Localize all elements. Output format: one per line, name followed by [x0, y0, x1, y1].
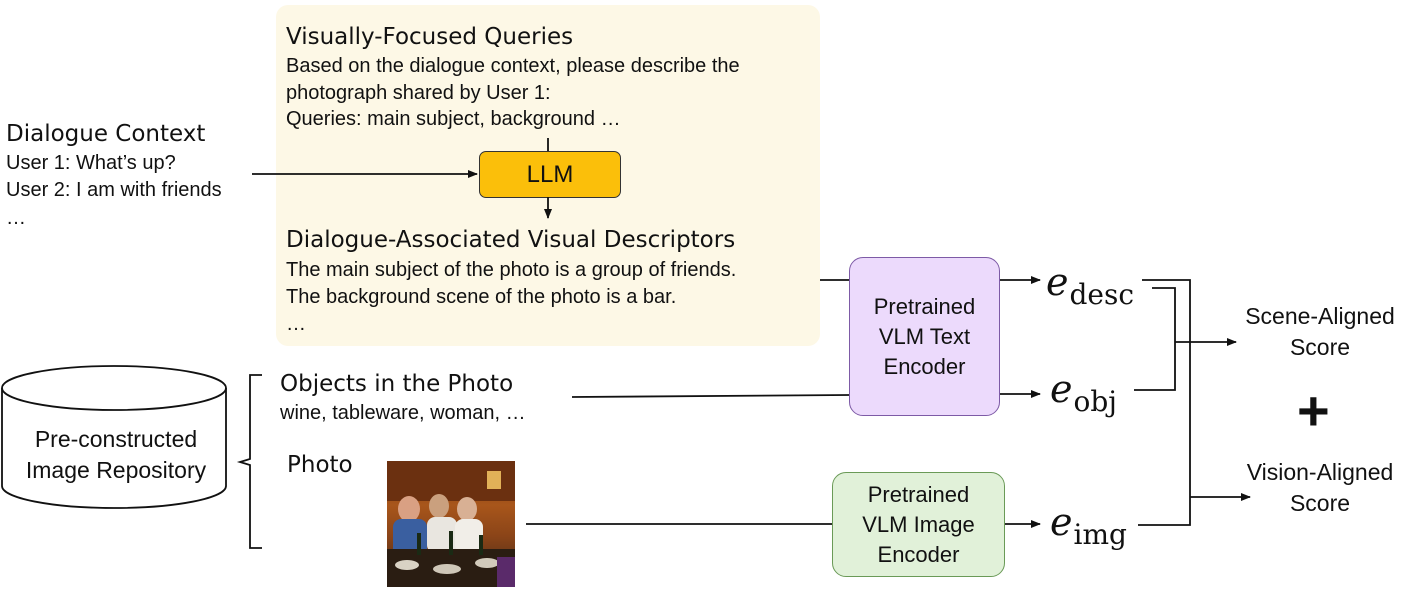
descriptors-line-2: The background scene of the photo is a b… — [286, 286, 677, 308]
dialogue-line-3: … — [6, 207, 26, 229]
scene-aligned-score: Scene-Aligned Score — [1245, 303, 1395, 360]
queries-line-1: Based on the dialogue context, please de… — [286, 55, 740, 77]
embedding-obj-sub: obj — [1073, 385, 1117, 418]
objects-items: wine, tableware, woman, … — [280, 402, 526, 424]
text-encoder-label: Pretrained VLM Text Encoder — [873, 293, 976, 379]
embedding-img-base: e — [1050, 500, 1073, 544]
photo-thumbnail — [387, 461, 515, 587]
plus-icon: + — [1297, 379, 1330, 442]
line-desc-img-merge — [1138, 279, 1191, 526]
descriptors-line-3: … — [286, 313, 306, 335]
embedding-obj-base: e — [1050, 367, 1073, 411]
queries-line-3: Queries: main subject, background … — [286, 108, 621, 130]
line-desc-obj-merge — [1134, 287, 1176, 391]
objects-title: Objects in the Photo — [280, 371, 514, 397]
embedding-desc-base: e — [1046, 260, 1069, 304]
descriptors-line-1: The main subject of the photo is a group… — [286, 259, 737, 281]
descriptors-title: Dialogue-Associated Visual Descriptors — [286, 227, 736, 253]
vision-aligned-score: Vision-Aligned Score — [1246, 459, 1394, 516]
brace-icon — [236, 374, 262, 549]
dialogue-line-1: User 1: What’s up? — [6, 152, 176, 174]
llm-box: LLM — [479, 151, 621, 198]
database-cylinder-icon — [1, 365, 227, 509]
line-objects-to-encoder — [571, 394, 850, 398]
image-encoder-label: Pretrained VLM Image Encoder — [862, 481, 975, 567]
dialogue-context-title: Dialogue Context — [6, 121, 206, 147]
repository-label: Pre-constructed Image Repository — [25, 426, 207, 483]
embedding-obj: eobj — [1050, 367, 1117, 418]
image-encoder-box: Pretrained VLM Image Encoder — [832, 472, 1005, 577]
embedding-img: eimg — [1050, 500, 1127, 551]
photo-scene-graphic — [387, 461, 515, 587]
text-encoder-box: Pretrained VLM Text Encoder — [849, 257, 1000, 416]
embedding-img-sub: img — [1073, 518, 1127, 551]
queries-line-2: photograph shared by User 1: — [286, 82, 551, 104]
queries-title: Visually-Focused Queries — [286, 24, 574, 50]
llm-label: LLM — [526, 160, 574, 188]
dialogue-line-2: User 2: I am with friends — [6, 179, 222, 201]
embedding-desc: edesc — [1046, 260, 1134, 311]
photo-label: Photo — [287, 452, 353, 478]
embedding-desc-sub: desc — [1069, 278, 1135, 311]
